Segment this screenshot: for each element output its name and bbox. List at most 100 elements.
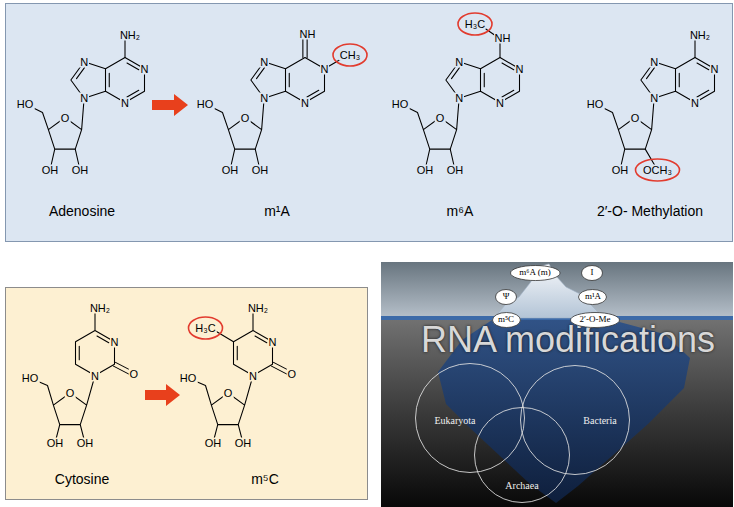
atom-label: OCH₃ <box>642 165 673 176</box>
atom-label: HO <box>586 98 605 109</box>
atom-label: HO <box>16 98 35 109</box>
cytosine-structure <box>30 311 135 444</box>
bond <box>450 25 500 170</box>
atom-label: N <box>515 63 525 74</box>
methyl-highlight <box>636 159 680 181</box>
atom-label: N <box>120 97 130 108</box>
atom-label: O <box>60 112 71 123</box>
atom-label: N <box>259 93 269 104</box>
atom-label: O <box>65 388 76 399</box>
atom-label: N <box>79 93 89 104</box>
atom-label: N <box>690 97 700 108</box>
bottom-panel <box>6 288 368 500</box>
ribose-ring <box>188 376 253 444</box>
modification-ellipse: m¹A <box>578 289 607 305</box>
modification-name: 2′-O-Me <box>580 315 611 325</box>
double-bond <box>237 336 267 360</box>
bond <box>75 38 125 171</box>
double-bond <box>697 63 709 70</box>
domain-circle: Bacteria <box>520 365 630 475</box>
modification-ellipse: 2′-O-Me <box>570 312 620 328</box>
atom-label: O <box>240 112 251 123</box>
atom-label: N <box>90 370 100 381</box>
double-bond <box>502 63 514 70</box>
atom-label: N <box>248 370 258 381</box>
atom-label: OH <box>221 165 240 176</box>
m5c-structure <box>188 311 293 444</box>
top-panel <box>6 4 733 242</box>
atom-label: N <box>649 93 659 104</box>
circle-shape <box>521 366 630 475</box>
atom-label: OH <box>416 165 435 176</box>
atom-label: N <box>259 56 269 67</box>
sky <box>381 262 733 318</box>
methyl-highlight <box>333 44 367 66</box>
atom-label: OH <box>46 438 65 449</box>
modification-name: m¹A <box>585 292 601 302</box>
2-o-methyl-structure <box>595 38 715 171</box>
banner-text: RNA modifications <box>421 320 715 360</box>
iceberg-picture <box>381 262 733 507</box>
domain-circle: Archaea <box>474 407 570 503</box>
atom-label: N <box>320 63 330 74</box>
atom-label: HO <box>391 98 410 109</box>
atom-label: N <box>140 63 150 74</box>
ellipse-shape <box>579 289 607 304</box>
modification-name: m⁵C <box>498 315 514 325</box>
domain-name: Bacteria <box>583 415 616 426</box>
atom-label: O <box>435 112 446 123</box>
molecule-name: 2′-O- Methylation <box>597 204 703 219</box>
double-bond <box>127 63 139 70</box>
atom-label: OH <box>251 165 270 176</box>
atom-label: OH <box>41 165 60 176</box>
molecule-name: m⁵C <box>251 472 279 487</box>
atom-label: O <box>630 112 641 123</box>
atom-label: N <box>454 56 464 67</box>
circle-shape <box>416 364 525 473</box>
modification-ellipse: m⁵C <box>492 312 521 328</box>
ellipse-shape <box>496 289 517 304</box>
atom-label: OH <box>71 165 90 176</box>
atom-label: CH₃ <box>339 50 361 61</box>
atom-label: N <box>110 336 120 347</box>
molecule-name: Cytosine <box>55 472 109 487</box>
atom-label: OH <box>76 438 95 449</box>
atom-label: O <box>286 369 297 380</box>
ellipse-shape <box>571 312 620 327</box>
atom-label: HO <box>196 98 215 109</box>
atom-label: N <box>79 56 89 67</box>
atom-label: H₃C <box>464 18 486 29</box>
atom-label: NH₂ <box>689 30 711 41</box>
atom-label: NH₂ <box>89 303 111 314</box>
ellipse-shape <box>582 265 603 280</box>
atom-label: H₃C <box>194 323 216 334</box>
domain-name: Eukaryota <box>434 415 475 426</box>
atom-label: NH <box>299 28 317 39</box>
domain-name: Archaea <box>505 480 538 491</box>
atom-label: N <box>454 93 464 104</box>
double-bond <box>79 336 109 360</box>
deep-water <box>381 318 733 507</box>
atom-label: OH <box>446 165 465 176</box>
adenosine-structure <box>25 38 145 171</box>
methyl-highlight <box>189 317 223 339</box>
bond <box>255 38 344 171</box>
atom-label: N <box>268 336 278 347</box>
molecule-name: Adenosine <box>49 204 115 219</box>
m6a-structure <box>400 25 520 170</box>
atom-label: OH <box>234 438 253 449</box>
modification-ellipse: I <box>581 265 603 281</box>
m1a-structure <box>205 38 344 171</box>
reaction-arrow <box>145 384 180 406</box>
modification-ellipse: m⁶A (m) <box>510 265 561 281</box>
modification-name: m⁶A (m) <box>519 268 550 278</box>
bond <box>645 38 695 171</box>
modification-name: I <box>591 268 594 278</box>
atom-label: HO <box>179 373 198 384</box>
methyl-highlight <box>458 13 492 35</box>
atom-label: N <box>495 97 505 108</box>
modification-ellipse: Ψ <box>495 289 517 305</box>
circle-shape <box>475 408 570 503</box>
atom-label: HO <box>21 373 40 384</box>
